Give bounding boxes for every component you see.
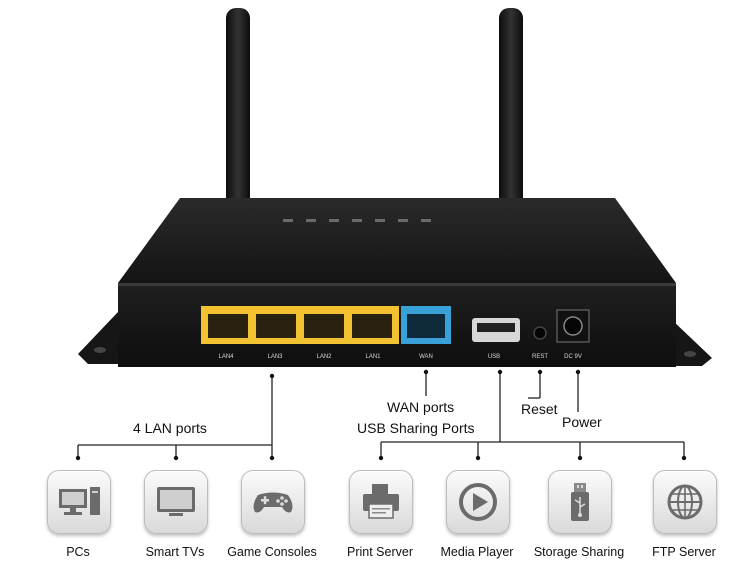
device-label-storage-sharing: Storage Sharing — [533, 545, 625, 559]
device-tile-ftp-server — [653, 470, 717, 534]
status-led — [375, 219, 385, 222]
port-label-power: DC 9V — [564, 354, 582, 360]
pc-icon — [59, 487, 100, 515]
port-label-lan1: LAN1 — [365, 354, 381, 360]
device-tile-media-player — [446, 470, 510, 534]
device-label-pcs: PCs — [66, 545, 90, 559]
connector-lines — [77, 372, 685, 458]
status-led — [306, 219, 316, 222]
port-label-reset: REST — [532, 354, 548, 360]
status-led — [398, 219, 408, 222]
reset-button — [533, 326, 547, 340]
callout-lan-ports: 4 LAN ports — [133, 420, 207, 436]
port-label-usb: USB — [488, 354, 500, 360]
device-tile-game-consoles — [241, 470, 305, 534]
device-label-smart-tvs: Smart TVs — [145, 545, 205, 559]
router-top-panel — [118, 198, 676, 283]
lan-port-4 — [208, 314, 248, 338]
tv-icon — [157, 487, 195, 516]
power-jack-hole — [563, 316, 583, 336]
device-tile-storage-sharing — [548, 470, 612, 534]
callout-wan-ports: WAN ports — [387, 399, 455, 415]
port-label-lan4: LAN4 — [218, 354, 234, 360]
lan-port-group — [201, 306, 399, 344]
right-mount-bracket — [672, 320, 712, 366]
play-icon — [459, 483, 497, 521]
lan-port-1 — [352, 314, 392, 338]
callout-power: Power — [562, 414, 602, 430]
left-mount-bracket — [78, 312, 120, 364]
lan-port-2 — [304, 314, 344, 338]
device-tile-print-server — [349, 470, 413, 534]
usb-drive-icon — [571, 483, 589, 521]
globe-icon — [667, 484, 703, 520]
usb-port-inner — [477, 323, 515, 332]
status-led — [283, 219, 293, 222]
right-bracket-hole — [684, 351, 696, 357]
device-tile-pcs — [47, 470, 111, 534]
device-label-game-consoles: Game Consoles — [227, 545, 317, 559]
power-jack — [556, 309, 590, 343]
status-led — [421, 219, 431, 222]
status-leds — [283, 219, 431, 222]
connector-dots — [75, 369, 687, 461]
left-bracket-hole — [94, 347, 106, 353]
wan-port — [407, 314, 445, 338]
port-label-lan3: LAN3 — [267, 354, 283, 360]
callout-usb-ports: USB Sharing Ports — [357, 420, 475, 436]
device-label-ftp-server: FTP Server — [652, 545, 716, 559]
status-led — [352, 219, 362, 222]
gamepad-icon — [253, 492, 293, 513]
device-label-print-server: Print Server — [347, 545, 413, 559]
left-antenna — [226, 8, 250, 208]
device-tile-smart-tvs — [144, 470, 208, 534]
status-led — [329, 219, 339, 222]
callout-reset: Reset — [521, 401, 558, 417]
front-panel-edge — [118, 283, 676, 286]
right-antenna — [499, 8, 523, 208]
port-label-lan2: LAN2 — [316, 354, 332, 360]
port-label-wan: WAN — [419, 354, 433, 360]
lan-port-3 — [256, 314, 296, 338]
device-label-media-player: Media Player — [440, 545, 514, 559]
printer-icon — [363, 484, 399, 519]
